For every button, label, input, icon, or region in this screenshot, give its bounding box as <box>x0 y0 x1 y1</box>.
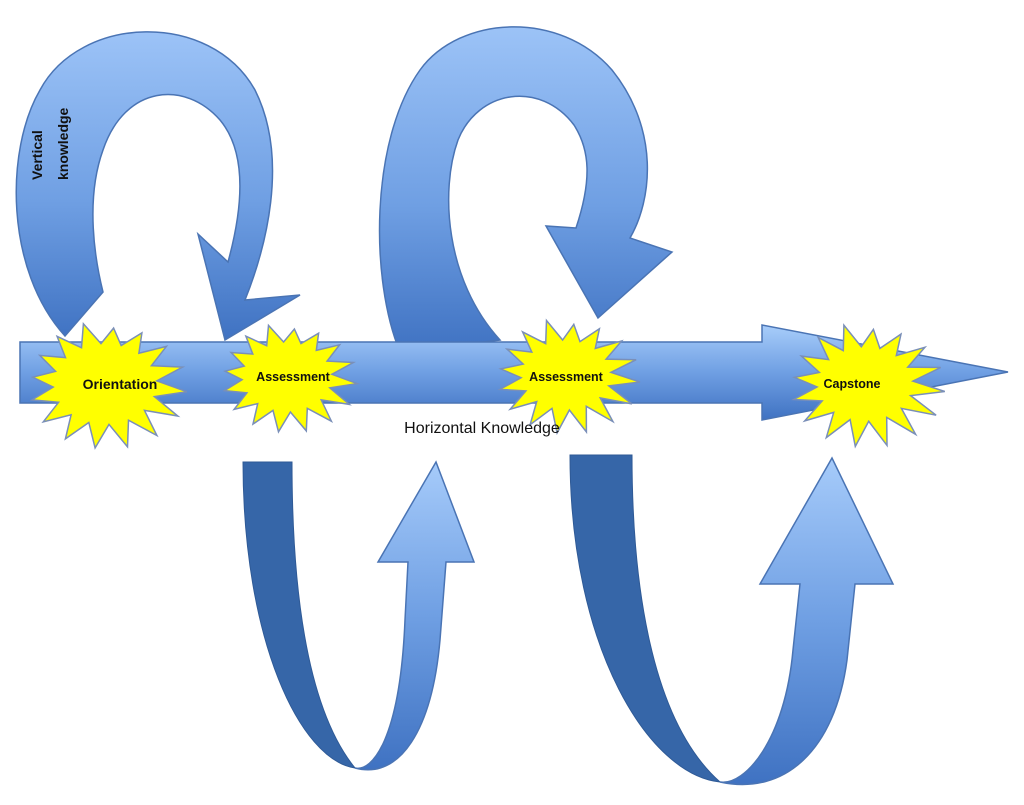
top-left-curved-arrow <box>15 31 301 342</box>
milestone-label: Assessment <box>529 370 603 384</box>
starburst-shape <box>222 323 361 434</box>
vertical-label-line1: Vertical <box>29 130 45 180</box>
milestone-orientation: Orientation <box>29 321 188 450</box>
horizontal-knowledge-label: Horizontal Knowledge <box>404 420 560 437</box>
bottom-left-ribbon-back <box>242 461 357 769</box>
starburst-shape <box>791 323 946 449</box>
milestone-assessment-2: Assessment <box>497 318 641 436</box>
vertical-label-line2: knowledge <box>55 107 71 180</box>
bottom-right-up-arrow <box>719 456 895 786</box>
vertical-knowledge-label: Vertical knowledge <box>29 107 71 180</box>
milestone-capstone: Capstone <box>791 323 946 449</box>
milestone-assessment-1: Assessment <box>222 323 361 434</box>
starburst-shape <box>497 318 641 436</box>
milestone-label: Assessment <box>256 370 330 384</box>
top-middle-curved-arrow <box>378 26 674 353</box>
milestone-label: Orientation <box>83 376 158 392</box>
starburst-shape <box>29 321 188 450</box>
milestone-label: Capstone <box>824 377 881 391</box>
bottom-left-up-arrow <box>354 460 476 771</box>
bottom-right-ribbon-back <box>569 454 722 783</box>
